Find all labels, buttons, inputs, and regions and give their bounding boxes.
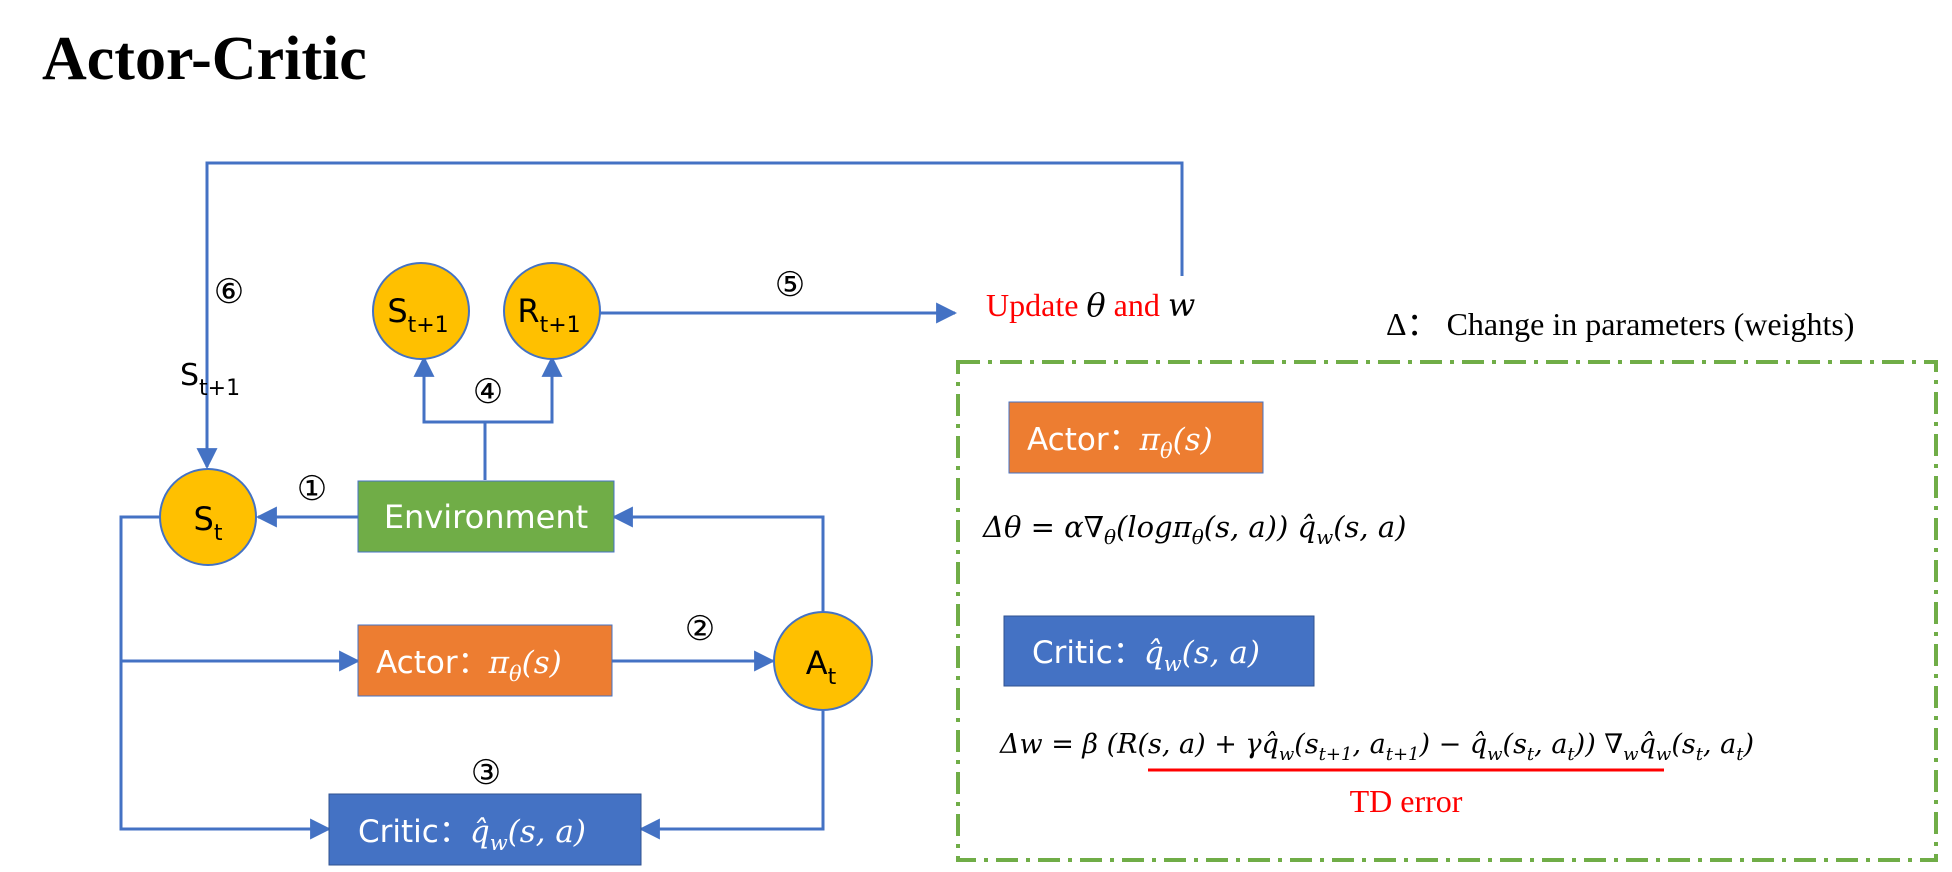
critic-update-formula: Δw = β (R(s, a) + γq̂w(st+1, at+1) − q̂w… [999, 729, 1754, 765]
actor-box: Actor：πθ(s) [357, 624, 613, 697]
action-to-env-arrow [611, 506, 825, 611]
feedback-loop-line [196, 161, 1184, 470]
node-state-t-label: S [194, 500, 214, 538]
node-reward-label: R [517, 292, 539, 330]
svg-text:Critic：q̂w(s, a): Critic：q̂w(s, a) [358, 814, 586, 855]
svg-text:At: At [806, 644, 837, 690]
svg-text:Actor：πθ(s): Actor：πθ(s) [376, 645, 562, 686]
state-to-critic-arrow [119, 515, 332, 840]
delta-legend: Δ： Change in parameters (weights) [1386, 306, 1854, 342]
node-next-state: St+1 [372, 262, 470, 360]
td-error-label: TD error [1350, 783, 1463, 819]
critic-box: Critic：q̂w(s, a) [328, 793, 642, 866]
actor-update-formula: Δθ = α∇θ(logπθ(s, a)) q̂w(s, a) [982, 510, 1406, 549]
feedback-state-sub: t+1 [199, 376, 240, 401]
svg-text:St: St [194, 500, 223, 546]
step-5-marker: ⑤ [775, 265, 805, 305]
step-1-marker: ① [297, 469, 327, 509]
svg-text:St+1: St+1 [387, 292, 448, 338]
update-prefix: Update [986, 287, 1086, 323]
node-reward: Rt+1 [503, 262, 601, 360]
step-6-marker: ⑥ [214, 272, 244, 312]
node-next-state-label: S [387, 292, 407, 330]
svg-text:St+1: St+1 [180, 358, 240, 401]
panel-actor-box: Actor：πθ(s) [1008, 401, 1264, 474]
panel-critic-label: Critic： [1032, 635, 1144, 671]
node-action-t: At [773, 611, 873, 711]
node-action-t-label: A [806, 644, 828, 682]
svg-text:Update θ and w: Update θ and w [986, 286, 1195, 324]
svg-text:Actor：πθ(s): Actor：πθ(s) [1027, 422, 1213, 463]
page-title: Actor-Critic [42, 25, 367, 93]
svg-text:Critic：q̂w(s, a): Critic：q̂w(s, a) [1032, 635, 1260, 676]
node-state-t-sub: t [214, 521, 223, 546]
environment-label: Environment [384, 498, 588, 536]
svg-text:Rt+1: Rt+1 [517, 292, 580, 338]
node-state-t: St [159, 468, 257, 566]
critic-box-label: Critic： [358, 814, 470, 850]
update-rules-panel [956, 360, 1938, 862]
update-theta: θ [1086, 286, 1105, 324]
env-to-reward-arrow [485, 355, 563, 424]
panel-actor-label: Actor： [1027, 422, 1140, 458]
node-reward-sub: t+1 [540, 313, 581, 338]
panel-critic-box: Critic：q̂w(s, a) [1003, 615, 1315, 687]
update-and: and [1106, 287, 1168, 323]
actor-box-label: Actor： [376, 645, 489, 681]
node-action-t-sub: t [828, 665, 837, 690]
feedback-state-label: S [180, 358, 199, 393]
step-3-marker: ③ [471, 753, 501, 793]
update-w: w [1168, 286, 1195, 324]
step-4-marker: ④ [473, 372, 503, 412]
environment-box: Environment [357, 480, 615, 553]
action-to-critic-arrow [638, 711, 825, 840]
step-2-marker: ② [685, 609, 715, 649]
node-next-state-sub: t+1 [408, 313, 449, 338]
env-to-next-state-arrow [413, 355, 485, 424]
